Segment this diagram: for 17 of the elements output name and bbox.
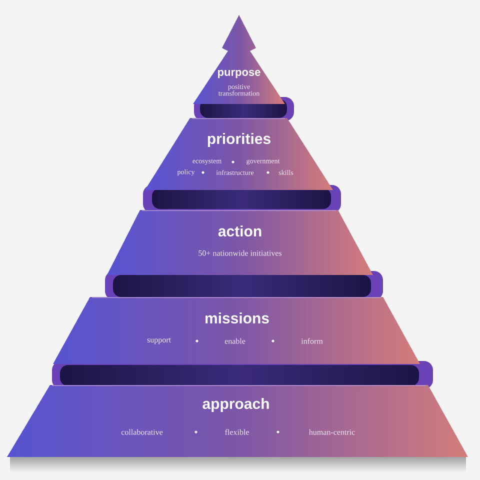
pyramid-tier [52, 297, 433, 389]
tier-text: flexible [225, 429, 249, 435]
tier-heading: missions [205, 312, 269, 324]
arrow-top-tier [193, 15, 294, 121]
tier-text: human-centric [308, 429, 355, 435]
tier-heading: purpose [218, 70, 260, 78]
tier-text: 50+ nationwide initiatives [198, 250, 282, 256]
pyramid-tier [105, 210, 383, 300]
tier-heading: priorities [208, 133, 270, 147]
tier-text: inform [301, 338, 323, 344]
tier-text: collaborative [121, 429, 163, 435]
pyramid-tier [7, 385, 468, 457]
tier-heading: action [218, 226, 262, 236]
tier-text: enable [224, 338, 246, 344]
pyramid-tier [143, 118, 341, 213]
tier-text: support [147, 338, 171, 344]
tier-heading: approach [202, 398, 269, 412]
